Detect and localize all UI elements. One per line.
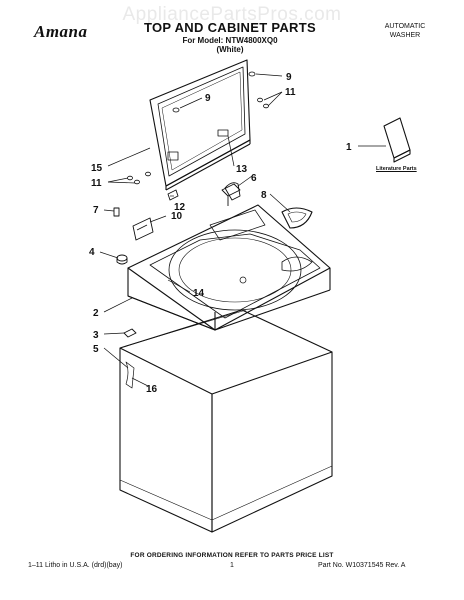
product-type-line-1: AUTOMATIC (384, 23, 426, 30)
callout-9-top: 9 (286, 72, 292, 83)
page-number: 1 (230, 562, 234, 569)
leader-lines (99, 73, 386, 387)
ordering-note: FOR ORDERING INFORMATION REFER TO PARTS … (130, 552, 334, 559)
callout-11-left: 11 (91, 178, 102, 189)
brand-logo: Amana (34, 22, 88, 41)
callout-9-lid: 9 (205, 93, 211, 104)
top-panel (127, 204, 331, 331)
litho-info: 1–11 Litho in U.S.A. (drd)(bay) (28, 562, 123, 569)
dispenser-part (281, 207, 313, 229)
callout-8: 8 (261, 190, 267, 201)
cabinet-clip (123, 328, 137, 338)
top-bumper (116, 254, 128, 265)
cabinet (119, 309, 333, 533)
callout-1: 1 (346, 142, 352, 153)
callout-15: 15 (91, 163, 103, 174)
callout-10: 10 (171, 211, 183, 222)
lid-screws (127, 71, 269, 185)
callout-4: 4 (89, 247, 95, 258)
callout-14: 14 (193, 288, 205, 299)
lid-hinge (167, 182, 241, 201)
lid-lock (113, 207, 154, 241)
page-title: TOP AND CABINET PARTS (144, 20, 316, 35)
lid-switch (221, 183, 241, 206)
product-type-line-2: WASHER (389, 32, 421, 39)
literature-parts-label: Literature Parts (376, 166, 417, 172)
callout-7: 7 (93, 205, 99, 216)
callout-5: 5 (93, 344, 99, 355)
literature-booklet (383, 117, 411, 163)
callout-11-top: 11 (285, 87, 296, 98)
callout-12: 12 (174, 202, 186, 213)
product-type: AUTOMATIC WASHER (370, 22, 440, 40)
callout-6: 6 (251, 173, 257, 184)
callout-3: 3 (93, 330, 99, 341)
callout-16: 16 (146, 384, 158, 395)
callout-2: 2 (93, 308, 99, 319)
watermark: AppliancePartsPros.com (122, 4, 342, 25)
part-number: Part No. W10371545 Rev. A (318, 562, 406, 569)
callout-13: 13 (236, 164, 248, 175)
color-line: (White) (216, 45, 244, 54)
lid (149, 59, 251, 191)
callout-labels: 9 11 9 15 11 13 6 8 12 7 10 4 1 2 14 3 5… (89, 72, 352, 395)
model-line: For Model: NTW4800XQ0 (182, 36, 278, 45)
